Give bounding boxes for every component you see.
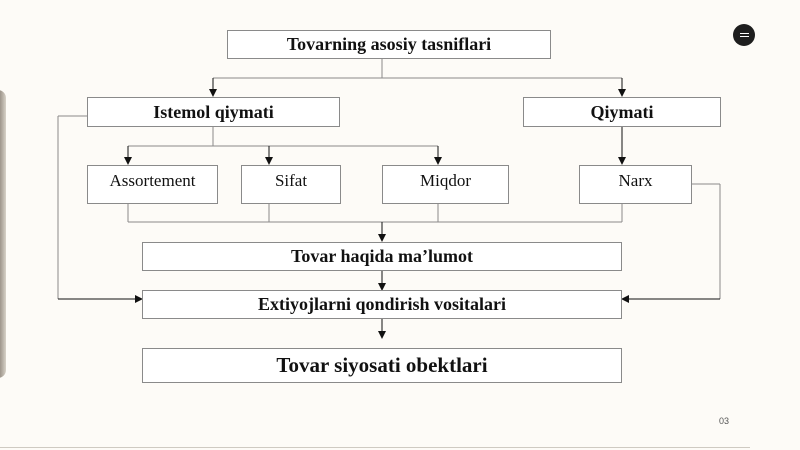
- price-box: Narx: [579, 165, 692, 204]
- needs-means-box: Extiyojlarni qondirish vositalari: [142, 290, 622, 319]
- menu-button[interactable]: [733, 24, 755, 46]
- adjacent-slide-edge: [0, 90, 6, 378]
- menu-icon: [739, 35, 749, 38]
- bottom-divider: [0, 447, 750, 448]
- quantity-box: Miqdor: [382, 165, 509, 204]
- policy-objects-box: Tovar siyosati obektlari: [142, 348, 622, 383]
- value-box: Qiymati: [523, 97, 721, 127]
- title-box: Tovarning asosiy tasniflari: [227, 30, 551, 59]
- product-info-box: Tovar haqida ma’lumot: [142, 242, 622, 271]
- use-value-box: Istemol qiymati: [87, 97, 340, 127]
- quality-box: Sifat: [241, 165, 341, 204]
- assortment-box: Assortement: [87, 165, 218, 204]
- page-number: 03: [719, 416, 730, 426]
